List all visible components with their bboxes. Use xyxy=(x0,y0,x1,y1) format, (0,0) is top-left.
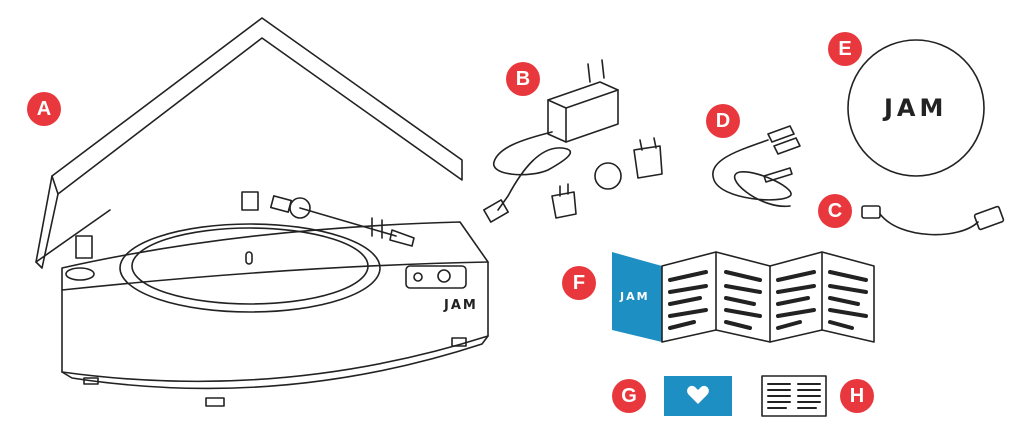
rca-wire xyxy=(712,139,792,207)
aux-plug xyxy=(763,167,793,183)
adapter-top-edge xyxy=(547,89,619,109)
control-panel xyxy=(405,265,467,289)
plug-uk xyxy=(633,137,663,179)
counterweight xyxy=(269,195,293,213)
power-adapter xyxy=(483,59,663,223)
booklet-cover xyxy=(612,252,662,342)
badge-f: F xyxy=(562,266,596,300)
dust-cover xyxy=(51,17,463,195)
leaflet-text-lines xyxy=(767,383,821,409)
headshell xyxy=(389,229,415,247)
turntable-logo: JAM xyxy=(444,298,478,313)
adapter-prongs xyxy=(587,59,605,83)
foot-left xyxy=(83,377,99,385)
plug-eu xyxy=(551,183,577,219)
badge-a: A xyxy=(27,92,61,126)
booklet-logo: JAM xyxy=(620,290,650,303)
usb-wire xyxy=(879,213,979,236)
tonearm xyxy=(299,207,397,237)
control-dial-small xyxy=(413,272,423,282)
badge-e: E xyxy=(828,32,862,66)
spindle xyxy=(245,251,253,265)
slip-mat xyxy=(847,39,985,177)
tonearm-rest xyxy=(371,217,383,239)
platter-inner xyxy=(131,227,369,305)
badge-b: B xyxy=(506,62,540,96)
adapter-body xyxy=(547,81,619,143)
speed-knob xyxy=(65,267,95,281)
base-bottom-edge xyxy=(61,335,489,390)
base-front xyxy=(61,261,489,383)
leaflet-sheet xyxy=(761,375,827,417)
badge-d: D xyxy=(706,104,740,138)
platter xyxy=(119,223,381,313)
rca-plug-1 xyxy=(767,125,795,143)
booklet-text-lines xyxy=(668,270,868,330)
foot-right xyxy=(451,337,467,347)
turntable xyxy=(35,17,489,407)
control-dial xyxy=(437,269,451,283)
rca-plug-2 xyxy=(773,137,801,155)
adapter-cable xyxy=(493,131,572,211)
leaflet xyxy=(761,375,827,417)
booklet-pages xyxy=(661,251,875,343)
dust-cover-side xyxy=(35,175,59,269)
badge-h: H xyxy=(840,379,874,413)
usb-cable xyxy=(861,205,1005,236)
booklet xyxy=(612,251,875,343)
badge-g: G xyxy=(612,379,646,413)
dust-cover-edge xyxy=(35,209,111,263)
adapter-plug xyxy=(483,199,509,223)
badge-c: C xyxy=(818,194,852,228)
booklet-folds xyxy=(715,251,823,343)
hinge-right xyxy=(241,191,259,211)
hinge-left xyxy=(75,235,93,259)
foot-mid xyxy=(205,397,225,407)
mat-logo: JAM xyxy=(884,94,948,122)
usb-plug-large xyxy=(973,205,1005,231)
usb-plug-small xyxy=(861,205,881,219)
rca-cable xyxy=(712,125,801,207)
heart-icon xyxy=(687,385,709,404)
plug-au xyxy=(594,162,622,190)
